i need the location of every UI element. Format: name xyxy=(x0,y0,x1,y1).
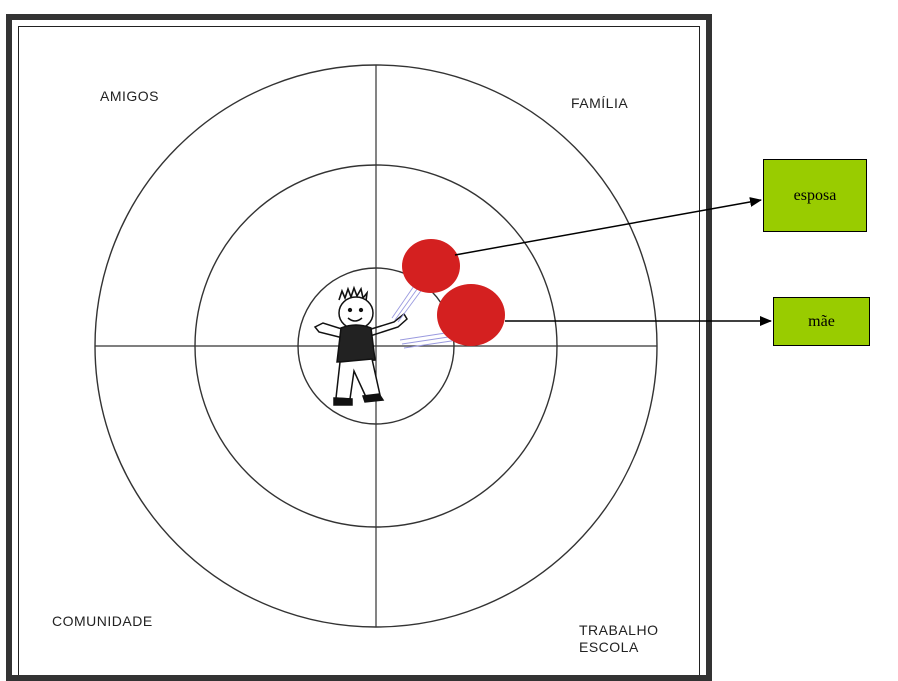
quadrant-label-escola: ESCOLA xyxy=(579,639,658,656)
quadrant-label-familia: FAMÍLIA xyxy=(571,95,628,112)
callout-esposa: esposa xyxy=(763,159,867,232)
callout-mae: mãe xyxy=(773,297,870,346)
esposa-marker xyxy=(402,239,460,293)
callout-esposa-label: esposa xyxy=(794,187,837,205)
callout-mae-label: mãe xyxy=(808,313,835,331)
quadrant-label-trabalho: TRABALHO xyxy=(579,622,658,639)
mae-marker xyxy=(437,284,505,346)
quadrant-label-comunidade: COMUNIDADE xyxy=(52,613,153,630)
quadrant-label-amigos: AMIGOS xyxy=(100,88,159,105)
esposa-arrow xyxy=(455,200,761,255)
quadrant-label-trabalho-escola: TRABALHO ESCOLA xyxy=(579,622,658,656)
